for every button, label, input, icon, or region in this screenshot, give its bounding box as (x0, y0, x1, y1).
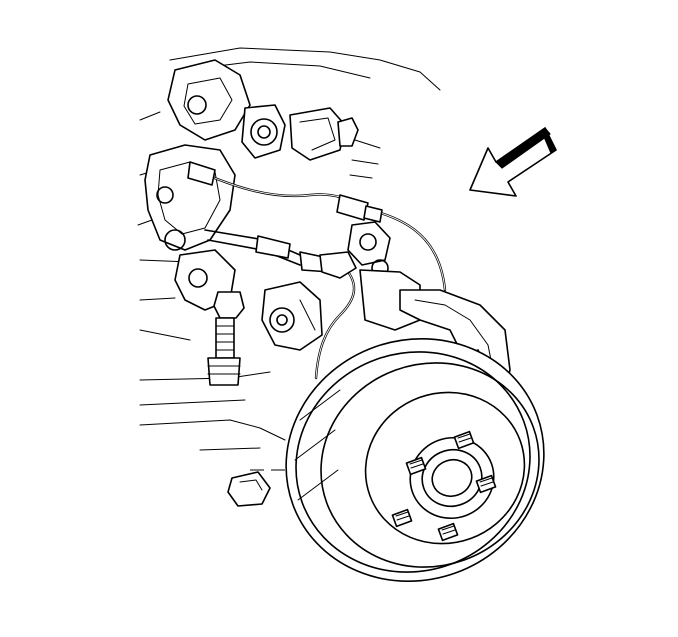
stud-icon (405, 456, 427, 476)
clip-icon (337, 117, 359, 147)
wheel-hub (409, 436, 495, 520)
sensor-wire (314, 251, 357, 380)
stud-icon (437, 522, 459, 542)
hub-bracket (261, 281, 323, 351)
control-arm-nut (227, 471, 271, 507)
ball-joint-stud (207, 291, 245, 386)
caliper-mount (347, 221, 421, 331)
stud-icon (391, 508, 413, 528)
upper-control-arm (167, 59, 381, 179)
wire-clip-icon (319, 251, 357, 279)
hose-bracket-icon (336, 194, 369, 221)
bushing-icon (187, 95, 207, 115)
hose-fitting-icon (187, 161, 216, 186)
stud-icon (453, 430, 475, 450)
direction-arrow (469, 127, 557, 197)
brake-hose (187, 161, 447, 292)
stud-icon (475, 474, 497, 494)
pivot-bolt-icon (250, 118, 278, 146)
wheel-studs (391, 430, 497, 542)
